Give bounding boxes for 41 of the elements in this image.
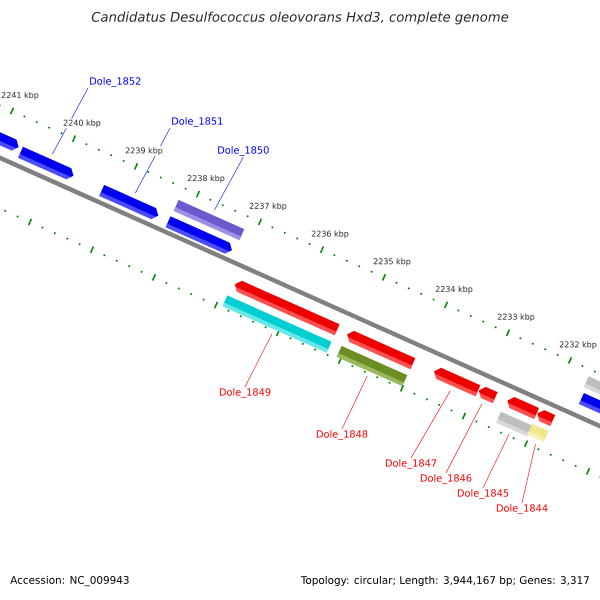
- gene-label: Dole_1844: [496, 504, 548, 514]
- gene-block: [434, 368, 480, 396]
- gene-label: Dole_1852: [90, 77, 140, 87]
- footer-text: Accession: NC_009943: [10, 576, 129, 586]
- scale-label: 2236 kbp: [310, 229, 350, 240]
- gene-block: [18, 146, 74, 180]
- gene-block: [222, 295, 332, 353]
- leader-line: [482, 434, 510, 488]
- leader-line: [410, 390, 451, 458]
- gene-block: [527, 424, 549, 442]
- scale-label: 2235 kbp: [372, 257, 412, 267]
- scale-label: 2238 kbp: [186, 174, 226, 184]
- footer-text: Topology: circular; Length: 3,944,167 bp; Genes: 3,317: [300, 576, 589, 586]
- gene-label: Dole_1846: [420, 474, 472, 484]
- leader-line: [342, 376, 368, 430]
- scale-label: 2240 kbp: [62, 118, 102, 128]
- leader-line: [244, 334, 272, 388]
- leader-line: [446, 404, 482, 474]
- gene-block: [99, 184, 158, 220]
- scale-label: 2234 kbp: [434, 284, 474, 295]
- scale-label: 2232 kbp: [558, 340, 598, 350]
- gene-label: Dole_1845: [458, 489, 508, 499]
- gene-block: [336, 346, 408, 386]
- scale-label: 2239 kbp: [124, 146, 164, 156]
- gene-block: [478, 386, 498, 404]
- title: Candidatus Desulfococcus oleovorans Hxd3, complete genome: [92, 12, 508, 24]
- gene-block: [496, 412, 532, 436]
- leader-line: [522, 444, 536, 504]
- gene-block: [578, 393, 600, 415]
- gene-label: Dole_1851: [172, 117, 222, 127]
- gene-label: Dole_1848: [316, 430, 368, 440]
- gene-label: Dole_1847: [386, 459, 436, 469]
- gene-label: Dole_1850: [218, 146, 269, 156]
- leader-line: [214, 156, 244, 210]
- gene-block: [537, 410, 556, 426]
- scale-label: 2233 kbp: [496, 312, 536, 322]
- scale-label: 2241 kbp: [0, 90, 40, 101]
- gene-label: Dole_1849: [220, 388, 270, 398]
- scale-label: 2237 kbp: [248, 202, 288, 212]
- gene-block: [507, 397, 540, 419]
- gene-block: [166, 216, 232, 254]
